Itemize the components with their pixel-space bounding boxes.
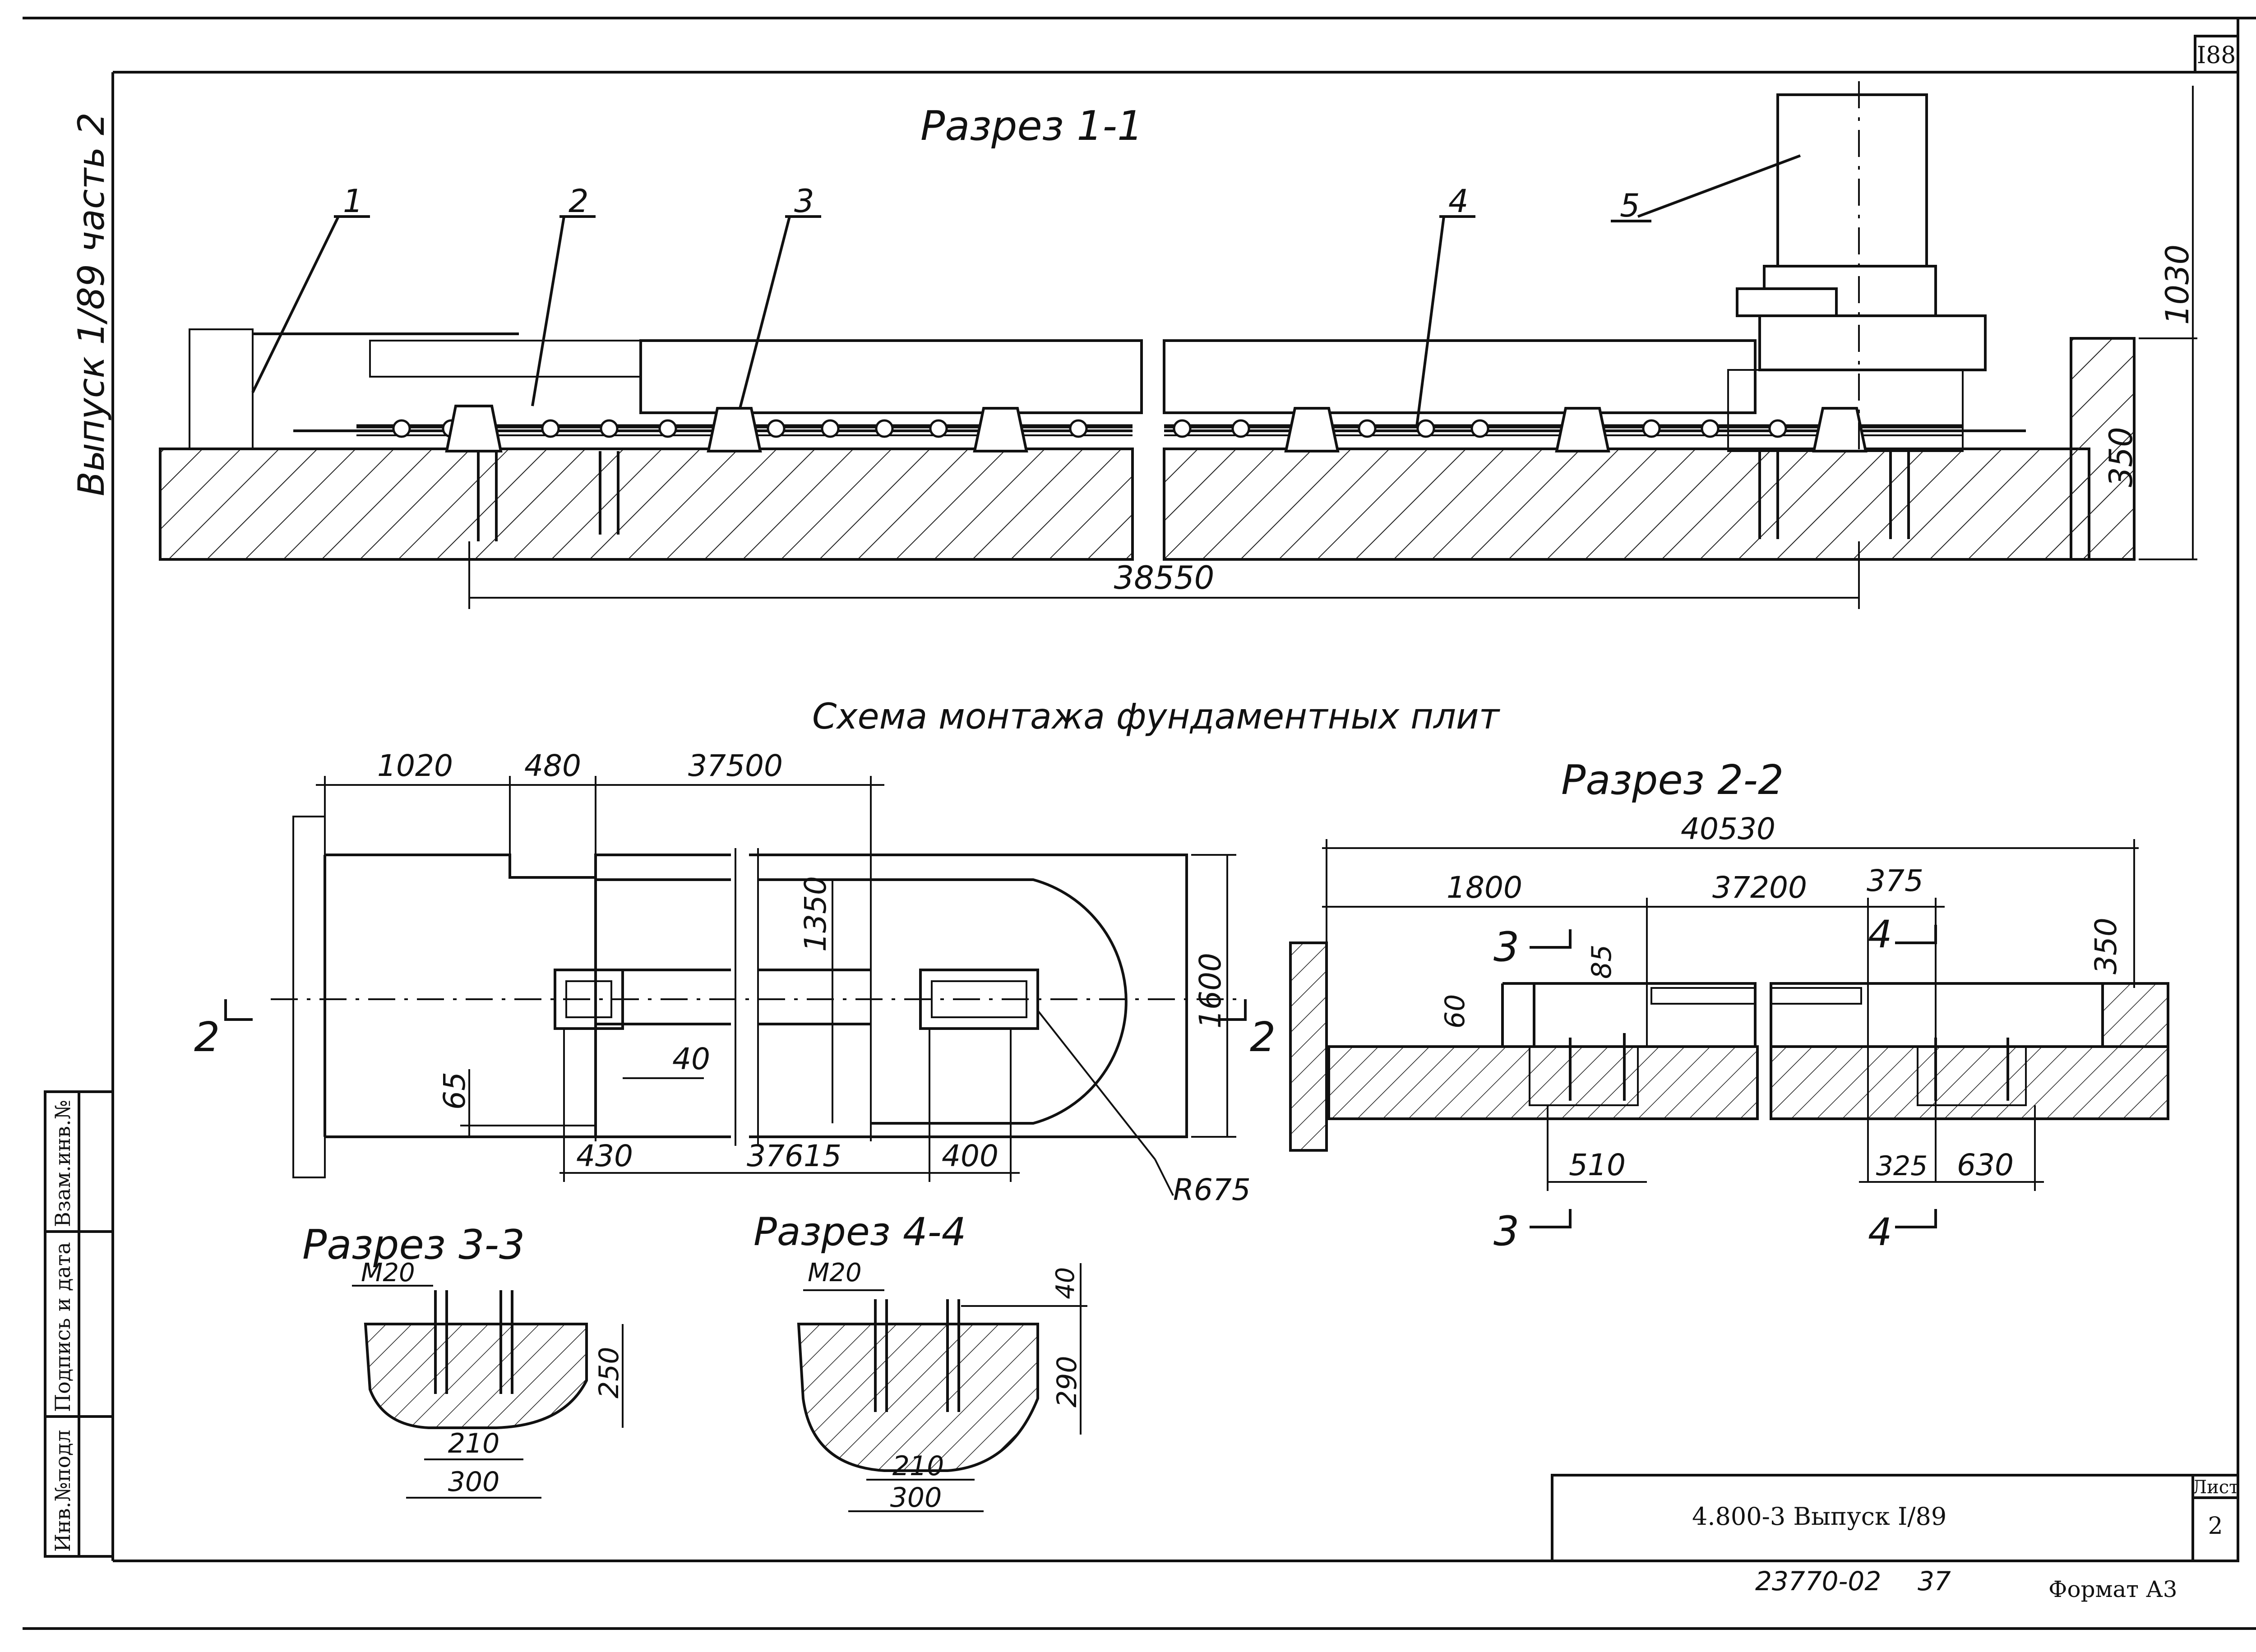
dim-300-s3: 300: [448, 1466, 500, 1498]
dim-350-s2: 350: [2089, 918, 2123, 974]
dim-300-s4: 300: [890, 1482, 942, 1514]
cut-3-bottom: 3: [1493, 1208, 1519, 1255]
dim-1600: 1600: [1193, 953, 1228, 1029]
footer-page: 37: [1918, 1566, 1951, 1597]
bolt-m20-s4: M20: [808, 1258, 862, 1287]
section-3-3: Разрез 3-3 M20 250 210 300: [302, 1221, 625, 1499]
section-4-title: Разрез 4-4: [754, 1209, 966, 1255]
dim-480: 480: [524, 748, 581, 783]
motor-drive: [1727, 81, 1987, 452]
top-sheet-number: I88: [2197, 42, 2236, 69]
dim-430: 430: [576, 1139, 633, 1173]
cut-4-top: 4: [1868, 912, 1892, 956]
dim-250: 250: [593, 1347, 625, 1398]
stamp-signature-date: Подпись и дата: [51, 1242, 75, 1412]
dim-37500: 37500: [688, 748, 783, 783]
callout-1: 1: [343, 183, 363, 220]
footer-code: 23770-02: [1755, 1566, 1881, 1597]
scheme-foundation-plan: R675 2 2 1020 480 37500 1350 1600 40 65 …: [194, 748, 1276, 1207]
dim-38550: 38550: [1114, 559, 1215, 596]
cut-2-left: 2: [194, 1014, 220, 1061]
dim-1800: 1800: [1447, 870, 1522, 905]
section-1-title: Разрез 1-1: [920, 102, 1143, 150]
cut-4-bottom: 4: [1868, 1210, 1892, 1254]
title-block: 4.800-3 Выпуск I/89 Лист 2: [1551, 1474, 2239, 1562]
dim-325: 325: [1876, 1150, 1928, 1182]
stamp-inv-podl: Инв.№подл: [51, 1430, 75, 1552]
bolt-m20-s3: M20: [361, 1258, 415, 1287]
dim-1030: 1030: [2159, 245, 2196, 325]
sheet-border: [23, 17, 2256, 1630]
dim-1350: 1350: [798, 876, 833, 952]
dim-350: 350: [2103, 427, 2140, 487]
dim-37615: 37615: [747, 1139, 841, 1173]
dim-85: 85: [1586, 945, 1618, 979]
dim-40-s4: 40: [1051, 1267, 1080, 1299]
sheet-number: 2: [2208, 1513, 2223, 1540]
dim-210-s3: 210: [448, 1428, 500, 1459]
cut-3-top: 3: [1493, 923, 1519, 971]
section-2-title: Разрез 2-2: [1561, 757, 1784, 804]
cut-2-right: 2: [1250, 1014, 1276, 1061]
designation: 4.800-3 Выпуск I/89: [1692, 1502, 1946, 1531]
dim-40530: 40530: [1681, 812, 1775, 846]
dim-60: 60: [1439, 994, 1471, 1029]
section-4-4: Разрез 4-4 M20 40 290 210 300: [754, 1209, 1087, 1514]
dim-375: 375: [1867, 863, 1923, 898]
section-2-2: Разрез 2-2 40530 1800 37200 375 350 85 6…: [1289, 757, 2169, 1255]
section-1-1: Разрез 1-1: [159, 81, 2197, 609]
callout-3: 3: [794, 183, 814, 220]
dim-630: 630: [1957, 1148, 2014, 1182]
callout-4: 4: [1448, 183, 1469, 220]
callout-2: 2: [569, 183, 589, 220]
radius-r675: R675: [1173, 1172, 1251, 1207]
sheet-label: Лист: [2192, 1477, 2239, 1498]
dim-210-s4: 210: [892, 1450, 944, 1482]
dim-65: 65: [437, 1072, 472, 1110]
dim-510: 510: [1569, 1148, 1626, 1182]
dim-40: 40: [672, 1042, 710, 1076]
dim-400: 400: [942, 1139, 999, 1173]
footer-format: Формат А3: [2048, 1576, 2177, 1602]
dim-37200: 37200: [1712, 870, 1807, 905]
section-3-title: Разрез 3-3: [302, 1221, 525, 1269]
callout-5: 5: [1620, 187, 1640, 224]
side-stamp: Инв.№подл Подпись и дата Взам.инв.№: [44, 1090, 114, 1558]
side-label: Выпуск 1/89 часть 2: [70, 112, 112, 496]
dim-290: 290: [1051, 1356, 1083, 1407]
dim-1020: 1020: [377, 748, 453, 783]
scheme-title: Схема монтажа фундаментных плит: [812, 697, 1501, 737]
stamp-vzam-inv: Взам.инв.№: [51, 1100, 75, 1227]
